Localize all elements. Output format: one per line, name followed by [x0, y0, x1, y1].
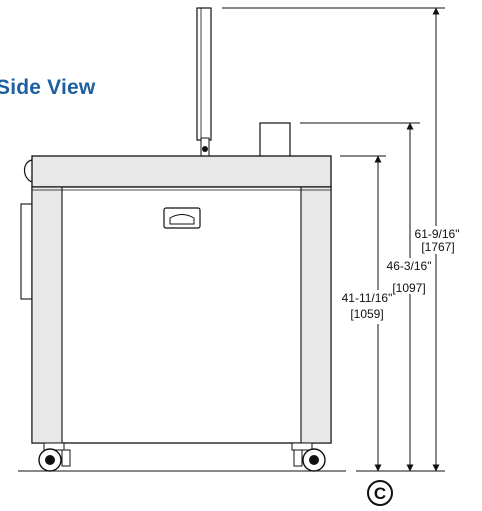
caster-left — [38, 442, 71, 472]
left-side-panel — [20, 203, 33, 300]
left-bumper — [23, 159, 33, 183]
dim-counter-imperial: 41-11/16" — [342, 291, 393, 305]
dim-riser-metric: [1097] — [392, 281, 425, 295]
top-riser-block — [259, 122, 291, 158]
dimension-overall-height: 61-9/16" [1767] — [415, 7, 460, 472]
dimension-riser-height: 46-3/16" [1097] — [387, 122, 432, 472]
dim-overall-metric: [1767] — [421, 240, 454, 254]
dim-counter-metric: [1059] — [350, 307, 383, 321]
caster-right — [291, 442, 326, 472]
backsplash-panel — [196, 7, 212, 157]
dimension-counter-height: 41-11/16" [1059] — [342, 155, 393, 472]
countertop — [31, 155, 332, 188]
side-handle — [163, 207, 201, 229]
view-title: Side View — [0, 76, 96, 99]
cabinet-body — [31, 186, 332, 444]
dim-overall-imperial: 61-9/16" — [415, 227, 460, 241]
callout-letter: C — [374, 484, 386, 503]
callout-badge: C — [367, 480, 393, 506]
dim-riser-imperial: 46-3/16" — [387, 259, 432, 273]
